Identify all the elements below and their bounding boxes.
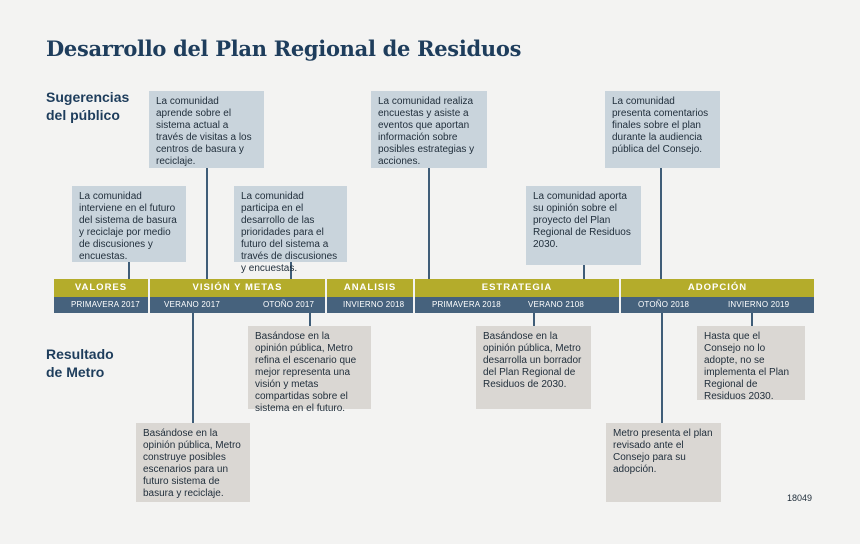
phase-analysis: ANALISIS (343, 282, 397, 293)
metro-note-adopt: Hasta que el Consejo no lo adopte, no se… (697, 326, 805, 402)
date-label: INVIERNO 2018 (343, 300, 405, 309)
metro-note-refine: Basándose en la opinión pública, Metro r… (248, 326, 371, 414)
phase-values: VALORES (74, 282, 128, 293)
public-note-hearing: La comunidad presenta comentarios finale… (605, 91, 720, 168)
phase-adoption: ADOPCIÓN (687, 282, 748, 293)
metro-output-label: Resultado de Metro (46, 346, 114, 380)
date-label: VERANO 2017 (164, 300, 221, 309)
public-note-values: La comunidad interviene en el futuro del… (72, 186, 186, 262)
metro-note-present: Metro presenta el plan revisado ante el … (606, 423, 721, 502)
date-label: OTOÑO 2017 (263, 300, 315, 309)
connector-line (428, 168, 430, 279)
metro-note-draft: Basándose en la opinión pública, Metro d… (476, 326, 591, 409)
connector-line (309, 313, 311, 326)
phase-strategy: ESTRATEGIA (481, 282, 553, 293)
public-note-strategies: La comunidad realiza encuestas y asiste … (371, 91, 487, 168)
date-label: VERANO 2108 (528, 300, 585, 309)
public-note-draft: La comunidad aporta su opinión sobre el … (526, 186, 641, 265)
date-bar (54, 297, 814, 313)
connector-line (192, 313, 194, 423)
date-label: PRIMAVERA 2018 (432, 300, 501, 309)
connector-line (533, 313, 535, 326)
phase-vision-goals: VISIÓN Y METAS (192, 282, 283, 293)
date-label: PRIMAVERA 2017 (71, 300, 140, 309)
connector-line (661, 313, 663, 423)
date-label: OTOÑO 2018 (638, 300, 690, 309)
phase-divider (325, 279, 327, 313)
public-note-vision: La comunidad aprende sobre el sistema ac… (149, 91, 264, 168)
page-title: Desarrollo del Plan Regional de Residuos (46, 36, 522, 61)
phase-divider (148, 279, 150, 313)
phase-bar (54, 279, 814, 297)
date-label: INVIERNO 2019 (728, 300, 790, 309)
connector-line (751, 313, 753, 326)
public-note-priorities: La comunidad participa en el desarrollo … (234, 186, 347, 274)
phase-divider (413, 279, 415, 313)
connector-line (660, 168, 662, 279)
connector-line (290, 262, 292, 279)
connector-line (583, 265, 585, 279)
document-code: 18049 (787, 493, 813, 503)
connector-line (206, 168, 208, 279)
public-input-label: Sugerencias del público (46, 89, 130, 123)
connector-line (128, 262, 130, 279)
phase-divider (619, 279, 621, 313)
metro-note-scenarios: Basándose en la opinión pública, Metro c… (136, 423, 250, 502)
